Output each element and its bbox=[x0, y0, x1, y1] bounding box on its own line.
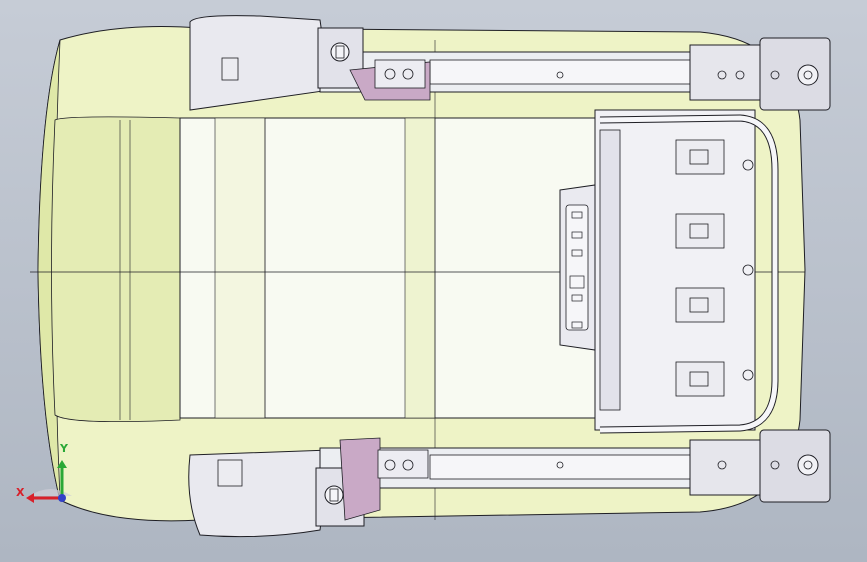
axis-triad bbox=[26, 460, 72, 503]
y-axis-label: Y bbox=[60, 442, 68, 455]
latch-tab-bottom bbox=[217, 459, 243, 487]
cushion-front-panel bbox=[51, 116, 181, 423]
bottom-slide-rail bbox=[188, 449, 331, 538]
triad-base bbox=[30, 489, 72, 496]
spring-clips bbox=[675, 139, 725, 397]
rear-frame bbox=[594, 109, 756, 431]
x-axis-label: X bbox=[16, 486, 25, 499]
latch-tab-top bbox=[221, 57, 239, 81]
z-axis-dot bbox=[58, 494, 66, 502]
